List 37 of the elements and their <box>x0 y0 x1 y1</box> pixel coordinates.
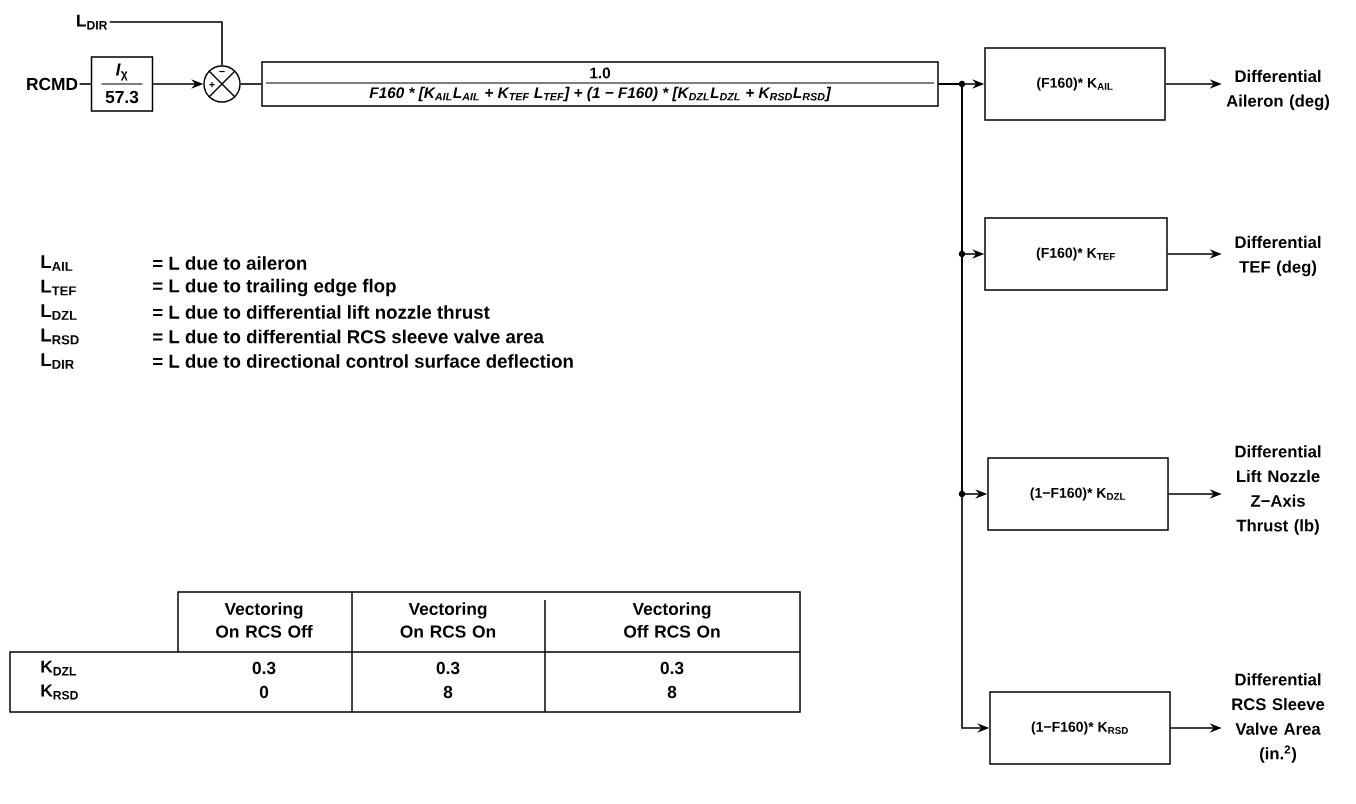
signal-label: RCMD <box>27 77 78 91</box>
gain-box: (1−F160)* K$_{DZL}$ <box>987 457 1169 531</box>
gain-box: (F160)* K$_{AIL}$ <box>984 47 1166 121</box>
summing-junction: + − <box>203 65 241 103</box>
table-value: 8 <box>667 685 677 699</box>
symbol-label: L$_{RSD}$ <box>41 328 79 345</box>
table-header: Vectoring On RCS Off <box>216 602 313 638</box>
connector-line <box>78 83 92 85</box>
gain-box: (1−F160)* K$_{RSD}$ <box>989 691 1171 765</box>
table-header: Vectoring Off RCS On <box>624 602 720 638</box>
definition-text: = L due to differential RCS sleeve valve area <box>153 329 544 344</box>
output-label: Differential Lift Nozzle Z−Axis Thrust (lb) <box>1235 445 1321 535</box>
table-row-label: K$_{DZL}$ <box>41 660 76 676</box>
output-label: Differential TEF (deg) <box>1235 235 1321 277</box>
connector-line <box>108 21 223 67</box>
table-row-label: K$_{RSD}$ <box>41 684 78 700</box>
definition-text: = L due to differential lift nozzle thrust <box>153 305 490 319</box>
table-value: 8 <box>443 685 453 699</box>
gain-box: (F160)* K$_{TEF}$ <box>984 217 1168 291</box>
table-value: 0.3 <box>436 661 460 675</box>
signal-label: L$_{DIR}$ <box>77 14 108 30</box>
gain-box: 1.0 F160 * [K$_{AIL}$L$_{AIL}$ + K$_{TEF}$ L$_{TEF}$] + (1 − F160) * [K$_{DZL}$L$_{DZL}$ + K$_{RSD}$L$_{RSD}$] <box>261 61 939 107</box>
connector-line <box>239 83 263 85</box>
output-label: Differential RCS Sleeve Valve Area (in.$^{2}$) <box>1232 673 1325 763</box>
symbol-label: L$_{DZL}$ <box>41 304 77 320</box>
table-value: 0.3 <box>252 661 276 675</box>
gain-box: I$_{χ}$ 57.3 <box>90 56 154 112</box>
definition-text: = L due to directional control surface deflection <box>153 354 573 368</box>
symbol-label: L$_{DIR}$ <box>41 353 74 369</box>
symbol-label: L$_{AIL}$ <box>41 255 73 271</box>
symbol-label: L$_{TEF}$ <box>41 279 76 296</box>
output-label: Differential Aileron (deg) <box>1226 69 1330 111</box>
definition-text: = L due to aileron <box>153 256 307 270</box>
table-value: 0.3 <box>660 661 684 675</box>
definition-text: = L due to trailing edge flop <box>153 278 396 297</box>
table-value: 0 <box>259 685 269 699</box>
table-header: Vectoring On RCS On <box>400 602 496 638</box>
